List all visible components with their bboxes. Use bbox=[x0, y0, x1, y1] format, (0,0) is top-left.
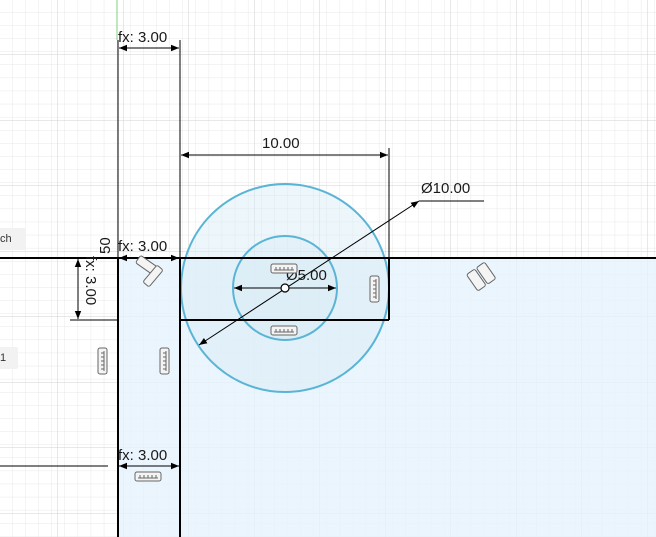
center-point[interactable] bbox=[280, 283, 290, 293]
profile-fill-left bbox=[118, 258, 180, 537]
parallel-constraint-icon[interactable] bbox=[270, 263, 298, 274]
corner-constraint-icon[interactable] bbox=[135, 255, 163, 287]
dim-50-partial-text[interactable]: 50 bbox=[97, 237, 114, 254]
horizontal-constraint-icon[interactable] bbox=[270, 325, 298, 336]
dim-fx-top-text[interactable]: fx: 3.00 bbox=[118, 29, 167, 46]
vertical-constraint-icon[interactable] bbox=[369, 275, 380, 303]
dim-fx-vertical-text[interactable]: fx: 3.00 bbox=[82, 256, 99, 305]
inner-vertical-constraint-icon[interactable] bbox=[159, 347, 170, 375]
dim-10-text[interactable]: 10.00 bbox=[262, 135, 300, 152]
dimension-arrows[interactable] bbox=[74, 44, 484, 470]
browser-item-one[interactable]: 1 bbox=[0, 347, 18, 369]
bottom-horizontal-constraint-icon[interactable] bbox=[134, 471, 162, 482]
dim-fx-bottom-text[interactable]: fx: 3.00 bbox=[118, 447, 167, 464]
browser-item-sketch[interactable]: ch bbox=[0, 228, 26, 250]
diagonal-constraint-icon[interactable] bbox=[466, 262, 496, 291]
dim-fx-mid-text[interactable]: fx: 3.00 bbox=[118, 238, 167, 255]
dim-diameter-outer-arrow[interactable] bbox=[198, 200, 420, 346]
dim-diameter-outer-text[interactable]: Ø10.00 bbox=[421, 180, 470, 197]
left-vertical-constraint-icon[interactable] bbox=[97, 347, 108, 375]
browser-item-sketch-label: ch bbox=[0, 233, 12, 245]
browser-item-one-label: 1 bbox=[0, 352, 7, 364]
constraint-icons[interactable] bbox=[97, 255, 496, 482]
